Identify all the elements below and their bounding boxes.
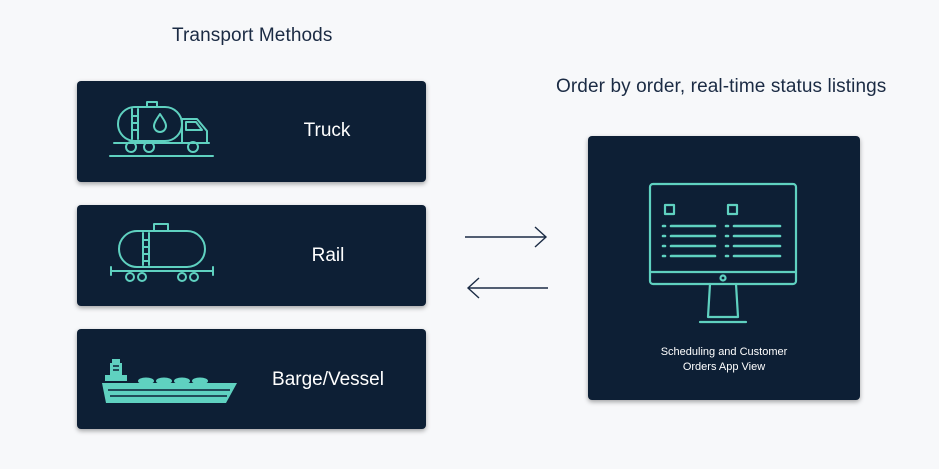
transport-card-truck: Truck bbox=[77, 81, 426, 182]
status-listings-heading: Order by order, real-time status listing… bbox=[556, 76, 887, 97]
transport-card-rail: Rail bbox=[77, 205, 426, 306]
transport-card-barge-vessel: Barge/Vessel bbox=[77, 329, 426, 429]
transport-label-rail: Rail bbox=[311, 245, 345, 266]
arrow-left-icon bbox=[466, 277, 548, 299]
rail-tank-car-icon bbox=[110, 223, 214, 282]
app-view-caption: Scheduling and Customer Orders App View bbox=[588, 345, 860, 375]
app-view-panel: Scheduling and Customer Orders App View bbox=[588, 136, 860, 400]
transport-label-barge-vessel: Barge/Vessel bbox=[272, 369, 384, 390]
transport-label-truck: Truck bbox=[303, 120, 351, 141]
app-caption-line-1: Scheduling and Customer bbox=[660, 346, 788, 358]
app-caption-line-2: Orders App View bbox=[682, 361, 766, 373]
arrow-right-icon bbox=[465, 226, 548, 248]
monitor-icon bbox=[648, 182, 798, 324]
barge-vessel-icon bbox=[102, 359, 237, 403]
tanker-truck-icon bbox=[109, 101, 214, 157]
transport-methods-heading: Transport Methods bbox=[172, 25, 333, 46]
